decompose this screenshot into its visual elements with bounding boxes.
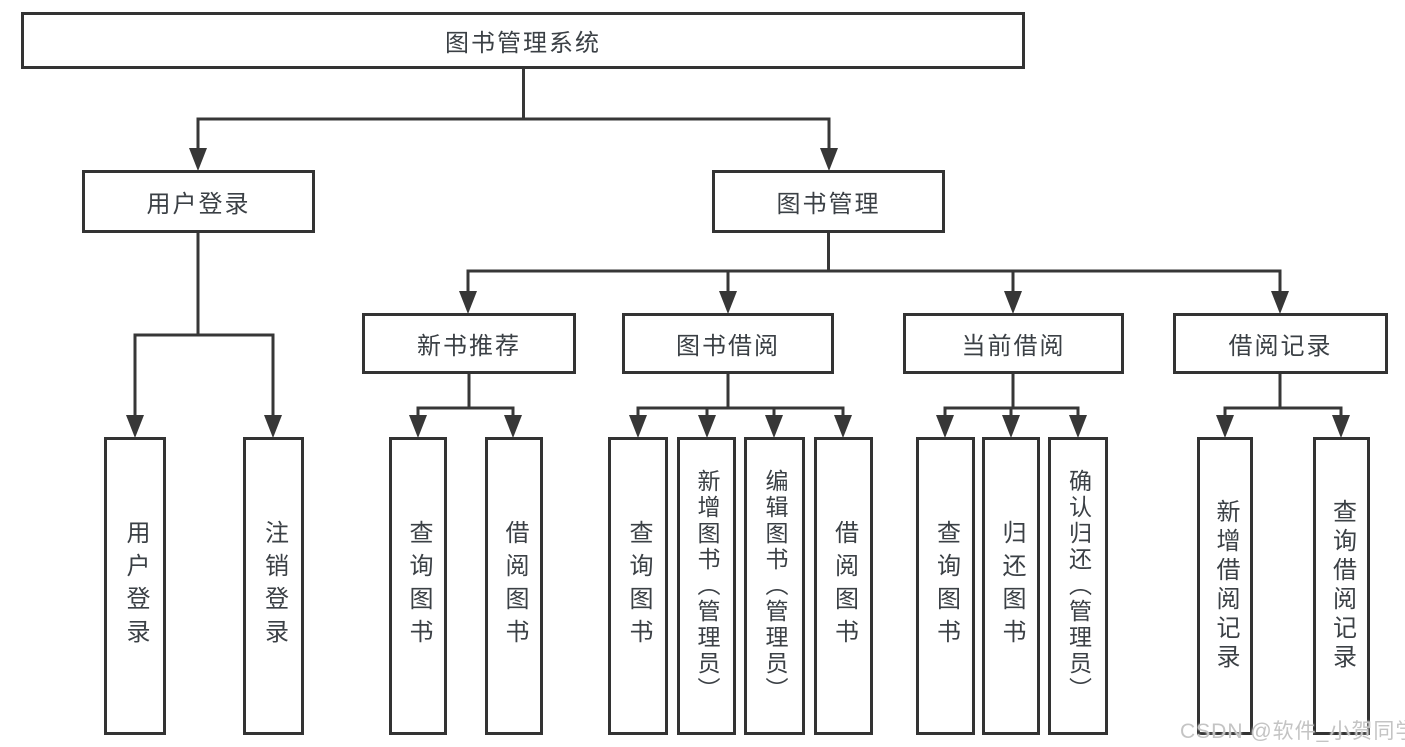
node-current-borrow: 当前借阅 (903, 313, 1124, 374)
leaf-label: 借阅图书 (501, 520, 528, 652)
leaf-label: 查询图书 (932, 520, 960, 652)
leaf-current-confirm-admin: 确认归还（管理员） (1048, 437, 1108, 735)
leaf-newbook-query: 查询图书 (389, 437, 447, 735)
leaf-label: 查询图书 (625, 520, 652, 652)
leaf-borrow-add-admin: 新增图书（管理员） (677, 437, 736, 735)
leaf-record-add: 新增借阅记录 (1197, 437, 1253, 735)
leaf-user-login: 用户登录 (104, 437, 166, 735)
leaf-label: 确认归还（管理员） (1065, 469, 1092, 703)
leaf-borrow-query: 查询图书 (608, 437, 668, 735)
leaf-label: 新增图书（管理员） (694, 469, 720, 703)
leaf-label: 新增借阅记录 (1212, 499, 1239, 673)
leaf-label: 归还图书 (998, 520, 1025, 652)
leaf-current-query: 查询图书 (916, 437, 975, 735)
leaf-record-query: 查询借阅记录 (1313, 437, 1370, 735)
node-root-system: 图书管理系统 (21, 12, 1025, 69)
leaf-borrow-book: 借阅图书 (814, 437, 873, 735)
leaf-label: 用户登录 (122, 520, 149, 652)
node-book-management: 图书管理 (712, 170, 945, 233)
leaf-current-return: 归还图书 (982, 437, 1040, 735)
leaf-label: 查询图书 (405, 520, 432, 652)
node-label: 图书管理 (776, 191, 881, 218)
leaf-borrow-edit-admin: 编辑图书（管理员） (744, 437, 805, 735)
node-label: 新书推荐 (417, 333, 521, 360)
node-new-book-recommend: 新书推荐 (362, 313, 576, 374)
leaf-label: 编辑图书（管理员） (762, 469, 788, 703)
node-label: 当前借阅 (961, 333, 1066, 360)
leaf-label: 借阅图书 (830, 520, 858, 652)
node-label: 借阅记录 (1228, 333, 1333, 360)
leaf-logout: 注销登录 (243, 437, 304, 735)
csdn-watermark: CSDN @软件_小贺同学 (1180, 720, 1405, 743)
node-book-borrow: 图书借阅 (622, 313, 834, 374)
node-user-login: 用户登录 (82, 170, 315, 233)
leaf-newbook-borrow: 借阅图书 (485, 437, 543, 735)
node-label: 图书借阅 (676, 333, 780, 360)
node-label: 图书管理系统 (445, 30, 601, 57)
leaf-label: 查询借阅记录 (1328, 499, 1356, 673)
arrowhead-icons (126, 148, 1350, 438)
node-borrow-records: 借阅记录 (1173, 313, 1388, 374)
node-label: 用户登录 (146, 191, 251, 218)
leaf-label: 注销登录 (260, 520, 288, 652)
